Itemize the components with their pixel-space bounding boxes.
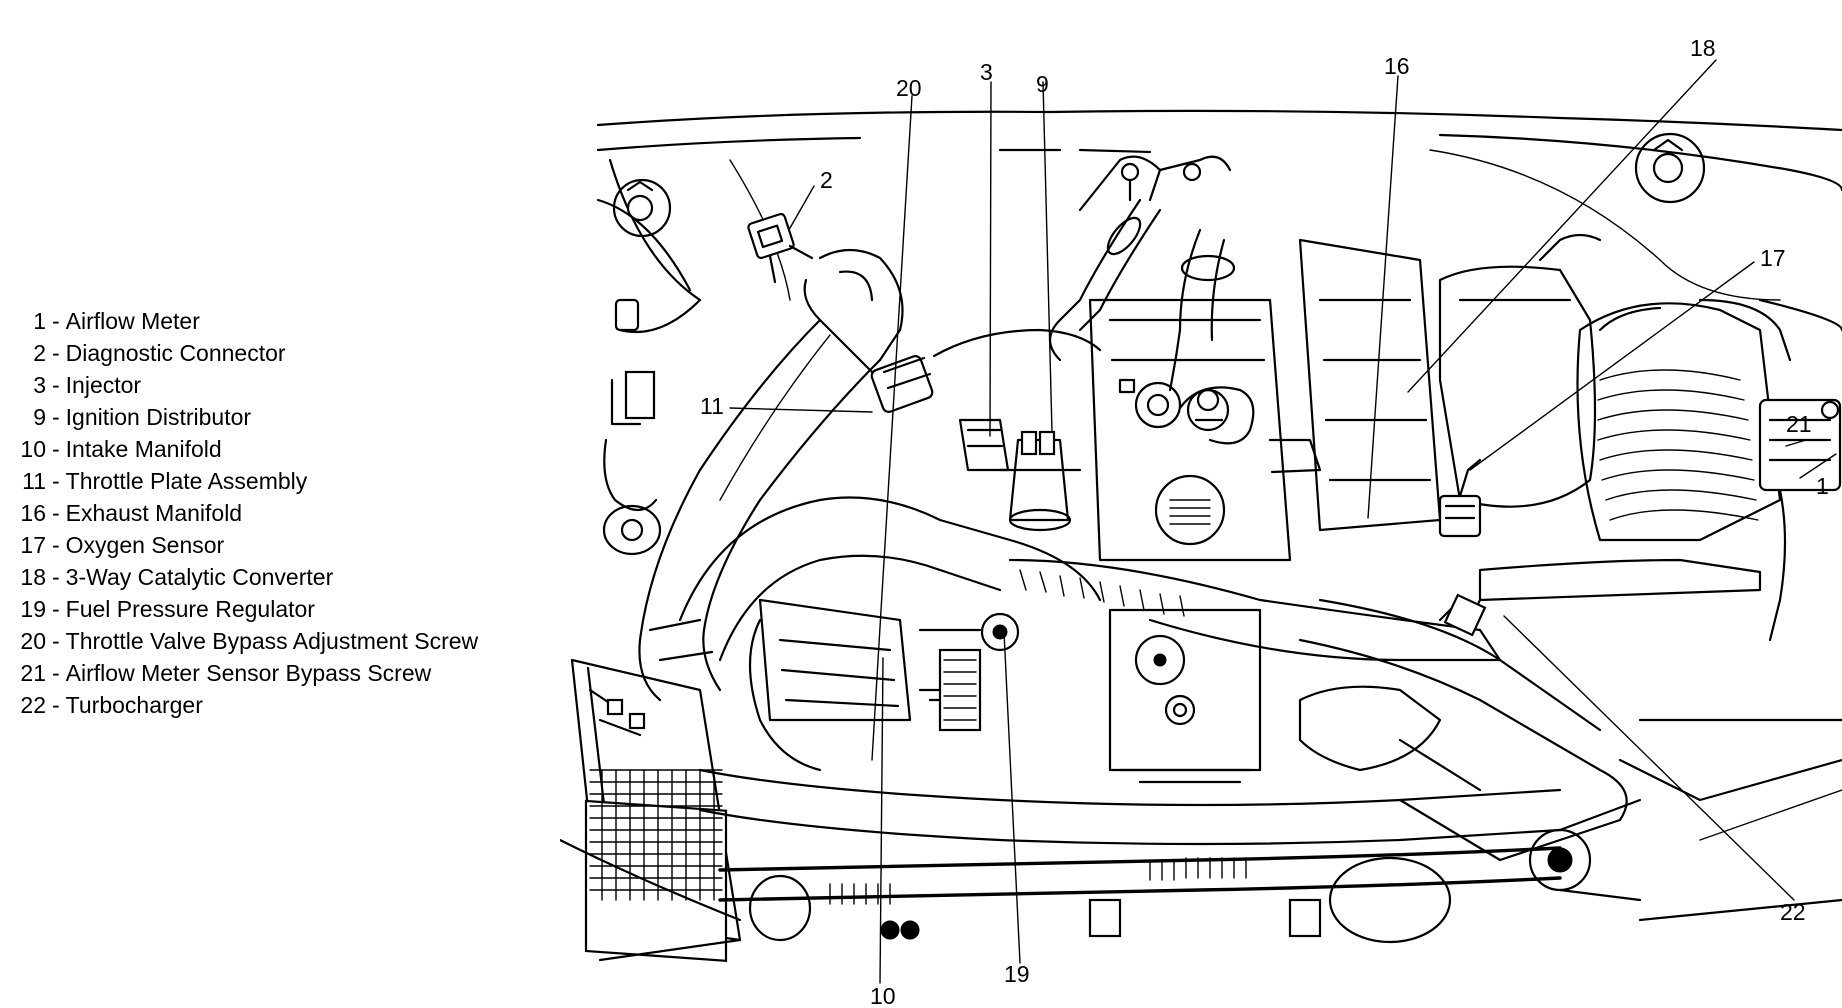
callout-21: 21: [1786, 411, 1812, 437]
turbocharger: [1298, 593, 1628, 862]
catalytic-converter: [1438, 233, 1602, 508]
legend-item: 17-Oxygen Sensor: [0, 530, 224, 560]
legend-number: 10: [20, 436, 46, 462]
legend-number: 9: [33, 404, 46, 430]
legend-label: Fuel Pressure Regulator: [65, 596, 315, 622]
legend-label: 3-Way Catalytic Converter: [65, 564, 334, 590]
legend-label: Airflow Meter: [65, 308, 200, 334]
legend-item: 3-Injector: [0, 370, 141, 400]
front-crossmember: [698, 768, 1642, 944]
callout-2: 2: [820, 167, 833, 193]
legend-label: Exhaust Manifold: [65, 500, 243, 526]
callout-10: 10: [870, 983, 896, 1008]
callout-leaders: [729, 59, 1837, 984]
legend-label: Throttle Valve Bypass Adjustment Screw: [65, 628, 479, 654]
legend-item: 1-Airflow Meter: [0, 306, 200, 336]
legend-label: Diagnostic Connector: [65, 340, 286, 366]
legend-item: 2-Diagnostic Connector: [0, 338, 286, 368]
airflow-meter: [1758, 398, 1842, 642]
intake-manifold: [748, 598, 912, 772]
diagnostic-connector: [747, 212, 814, 284]
callout-1: 1: [1816, 473, 1829, 499]
callout-18: 18: [1690, 35, 1716, 61]
callout-17: 17: [1760, 245, 1786, 271]
callout-16: 16: [1384, 53, 1410, 79]
legend-label: Throttle Plate Assembly: [65, 468, 308, 494]
intake-crossover-pipe: [678, 496, 1762, 662]
callout-labels: 1 2 3 9 10 11 16 17 18 19 20 21 22: [700, 35, 1829, 1008]
callout-3: 3: [980, 59, 993, 85]
legend-label: Ignition Distributor: [65, 404, 252, 430]
legend-item: 21-Airflow Meter Sensor Bypass Screw: [0, 658, 431, 688]
legend-number: 1: [33, 308, 46, 334]
legend-number: 2: [33, 340, 46, 366]
legend-item: 9-Ignition Distributor: [0, 402, 251, 432]
callout-9: 9: [1036, 71, 1049, 97]
legend-number: 17: [20, 532, 46, 558]
legend-item: 19-Fuel Pressure Regulator: [0, 594, 315, 624]
oil-filter: [1108, 608, 1262, 784]
callout-11: 11: [700, 393, 724, 419]
legend-number: 3: [33, 372, 46, 398]
callout-22: 22: [1780, 899, 1806, 925]
legend-item: 18-3-Way Catalytic Converter: [0, 562, 333, 592]
airflow-meter-boot: [1576, 298, 1792, 542]
lower-body-panel: [560, 718, 1842, 962]
left-brackets: [602, 298, 662, 556]
legend-number: 22: [20, 692, 46, 718]
legend-number: 18: [20, 564, 46, 590]
callout-20: 20: [896, 75, 922, 101]
throttle-plate-assembly: [870, 328, 1102, 413]
ignition-distributor: [998, 430, 1082, 532]
engine-compartment-diagram: 1 2 3 9 10 11 16 17 18 19 20 21 22: [560, 35, 1842, 1008]
legend-item: 16-Exhaust Manifold: [0, 498, 242, 528]
oil-filler-cap: [1154, 474, 1226, 546]
fuel-pressure-regulator: [918, 612, 1020, 732]
strut-mount-right: [1634, 132, 1706, 204]
legend-label: Turbocharger: [65, 692, 203, 718]
upper-hoses: [1048, 155, 1236, 392]
body-outline: [596, 109, 1842, 334]
injector-rail: [958, 418, 1010, 472]
legend-label: Airflow Meter Sensor Bypass Screw: [65, 660, 432, 686]
legend-item: 20-Throttle Valve Bypass Adjustment Scre…: [0, 626, 478, 656]
legend-label: Oxygen Sensor: [65, 532, 225, 558]
legend-number: 21: [20, 660, 46, 686]
oxygen-sensor: [1438, 458, 1482, 538]
legend-label: Injector: [65, 372, 142, 398]
legend-number: 20: [20, 628, 46, 654]
legend-item: 22-Turbocharger: [0, 690, 203, 720]
legend-item: 11-Throttle Plate Assembly: [0, 466, 307, 496]
callout-19: 19: [1004, 961, 1030, 987]
strut-mount-left: [612, 178, 672, 238]
intake-air-hose: [638, 248, 904, 702]
legend-number: 11: [22, 468, 46, 494]
intercooler: [570, 658, 742, 962]
engine-block: [1088, 298, 1292, 562]
legend-number: 19: [20, 596, 46, 622]
legend-item: 10-Intake Manifold: [0, 434, 222, 464]
legend-label: Intake Manifold: [65, 436, 222, 462]
legend-number: 16: [20, 500, 46, 526]
